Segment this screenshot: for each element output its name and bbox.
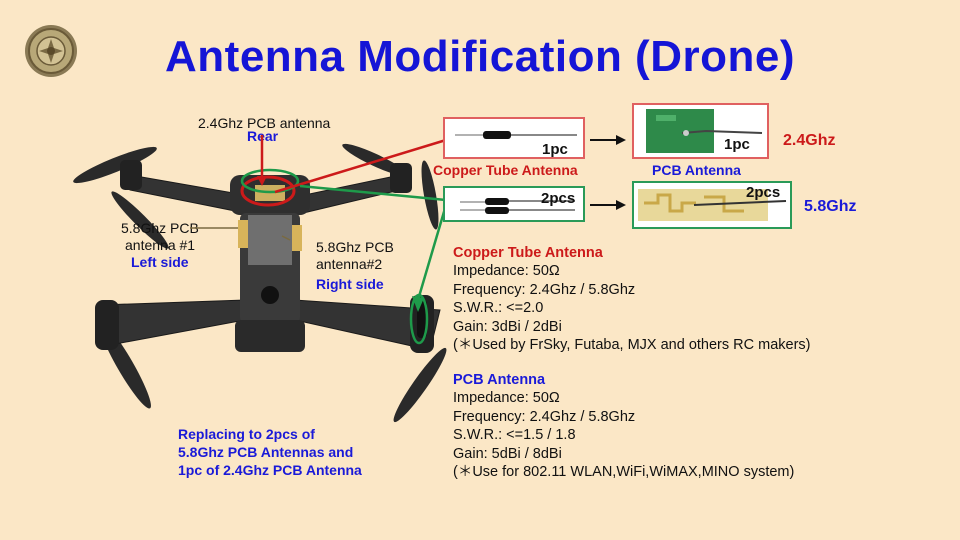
- copper-spec-frequency: Frequency: 2.4Ghz / 5.8Ghz: [453, 281, 811, 299]
- replacing-note: Replacing to 2pcs of 5.8Ghz PCB Antennas…: [178, 425, 362, 479]
- qty-copper-58-label: 2pcs: [541, 190, 575, 207]
- copper-specs: Copper Tube Antenna Impedance: 50Ω Frequ…: [453, 244, 811, 354]
- qty-pcb-58-label: 2pcs: [746, 184, 780, 201]
- pcb-specs: PCB Antenna Impedance: 50Ω Frequency: 2.…: [453, 371, 794, 481]
- pcb-spec-swr: S.W.R.: <=1.5 / 1.8: [453, 426, 794, 444]
- freq-24ghz-label: 2.4Ghz: [783, 132, 835, 150]
- freq-58ghz-label: 5.8Ghz: [804, 198, 856, 216]
- replacing-note-line2: 5.8Ghz PCB Antennas and: [178, 443, 362, 461]
- qty-pcb-24-label: 1pc: [724, 136, 750, 153]
- copper-spec-note: (＊Used by FrSky, Futaba, MJX and others …: [453, 336, 811, 354]
- copper-spec-impedance: Impedance: 50Ω: [453, 262, 811, 280]
- replacing-note-line3: 1pc of 2.4Ghz PCB Antenna: [178, 461, 362, 479]
- pcb-specs-heading: PCB Antenna: [453, 371, 794, 389]
- pcb-spec-note: (＊Use for 802.11 WLAN,WiFi,WiMAX,MINO sy…: [453, 463, 794, 481]
- copper-spec-gain: Gain: 3dBi / 2dBi: [453, 318, 811, 336]
- replacing-note-line1: Replacing to 2pcs of: [178, 425, 362, 443]
- qty-copper-24-label: 1pc: [542, 141, 568, 158]
- copper-tube-caption: Copper Tube Antenna: [433, 162, 578, 179]
- pcb-spec-gain: Gain: 5dBi / 8dBi: [453, 445, 794, 463]
- copper-spec-swr: S.W.R.: <=2.0: [453, 299, 811, 317]
- pcb-spec-impedance: Impedance: 50Ω: [453, 389, 794, 407]
- pcb-spec-frequency: Frequency: 2.4Ghz / 5.8Ghz: [453, 408, 794, 426]
- pcb-antenna-caption: PCB Antenna: [652, 162, 741, 179]
- copper-specs-heading: Copper Tube Antenna: [453, 244, 811, 262]
